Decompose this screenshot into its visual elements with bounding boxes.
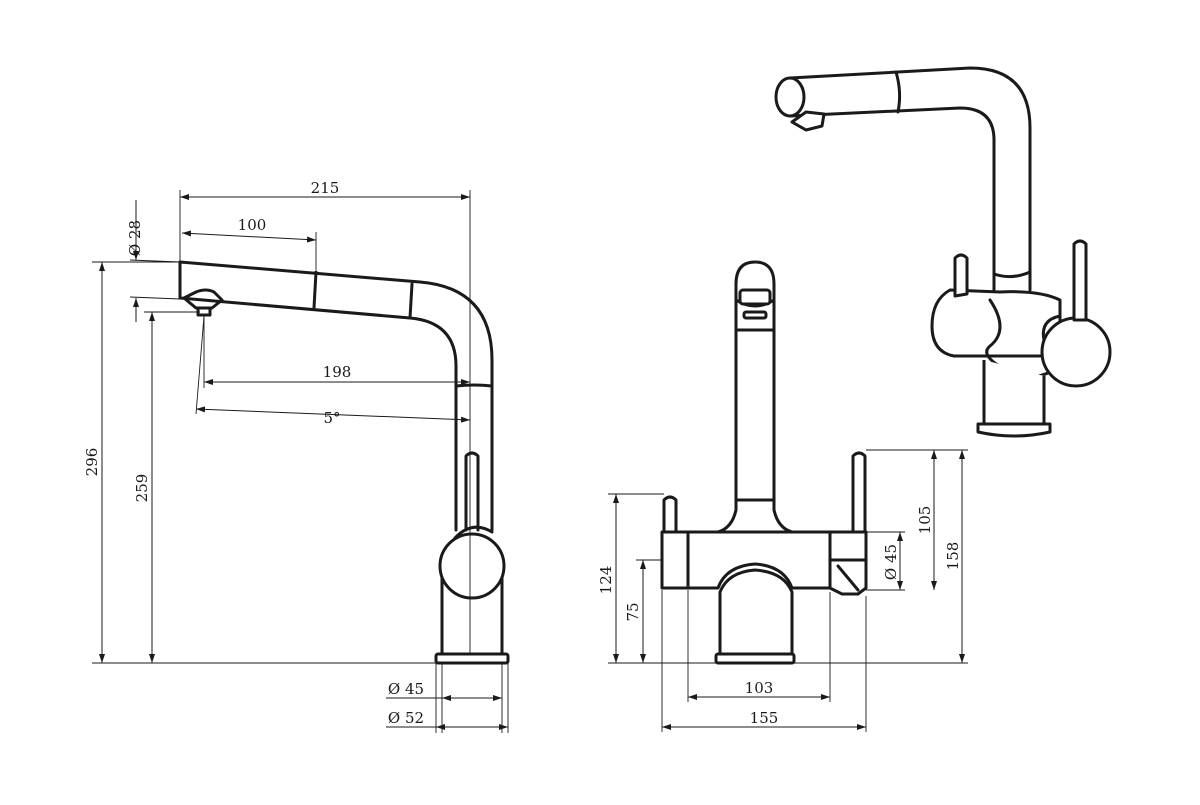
perspective-base-plate (976, 422, 1052, 438)
dim-label-100: 100 (238, 216, 267, 234)
dim-label-296: 296 (83, 448, 101, 477)
dim-label-124: 124 (597, 566, 615, 595)
front-right-handle-line (828, 558, 868, 592)
front-spout-column (734, 282, 776, 512)
perspective-right-handle (1040, 316, 1112, 388)
dim-label-diameter-52: Ø 52 (388, 709, 424, 727)
front-spout-flare (716, 508, 794, 534)
side-handle-hub (438, 532, 506, 600)
dim-label-158: 158 (944, 542, 962, 571)
front-view-dimensions: 124 75 Ø 45 105 158 103 155 (597, 449, 968, 732)
dim-label-angle: 5° (323, 409, 340, 427)
side-view-faucet (178, 260, 510, 665)
perspective-arm-seam (992, 270, 1032, 279)
perspective-nozzle (790, 110, 826, 132)
perspective-view-faucet (774, 66, 1112, 438)
front-base-body (718, 568, 794, 656)
perspective-spout-arm (788, 66, 1032, 292)
dim-line-angle (195, 406, 471, 423)
front-view-faucet (660, 260, 868, 665)
perspective-body (930, 288, 1062, 358)
side-hub-collar (453, 525, 494, 540)
side-lever (464, 451, 480, 532)
perspective-left-lever (953, 253, 969, 298)
dim-line-100 (181, 230, 317, 243)
perspective-spout-seam (894, 70, 902, 114)
side-spout-seam (312, 270, 318, 310)
dim-label-105: 105 (916, 506, 934, 535)
front-right-handle (828, 530, 868, 596)
perspective-handle-ring (1041, 314, 1062, 342)
side-spout-arm (178, 260, 494, 532)
perspective-base (982, 360, 1046, 426)
front-left-lever (662, 495, 678, 534)
side-spout-seam-2 (408, 282, 414, 320)
front-base-plate (714, 652, 796, 665)
front-right-lever (851, 451, 867, 534)
perspective-spout-end (774, 76, 806, 118)
front-spout-outlet (738, 288, 772, 306)
dim-label-198: 198 (323, 363, 352, 381)
front-body (660, 530, 832, 590)
dim-label-259: 259 (133, 474, 151, 503)
front-spout-aerator (742, 310, 768, 320)
perspective-right-lever (1072, 239, 1088, 322)
side-view-dimensions: 215 100 Ø 28 296 259 198 5° (83, 179, 509, 733)
dim-label-155: 155 (750, 709, 779, 727)
dim-label-diameter-28: Ø 28 (126, 220, 144, 256)
dim-label-handle-diameter: Ø 45 (882, 544, 900, 580)
dim-label-215: 215 (311, 179, 340, 197)
side-arm-seam (454, 383, 494, 388)
side-base-plate (434, 652, 510, 665)
dim-label-75: 75 (624, 602, 642, 621)
dim-label-diameter-45: Ø 45 (388, 680, 424, 698)
dim-label-103: 103 (745, 679, 774, 697)
